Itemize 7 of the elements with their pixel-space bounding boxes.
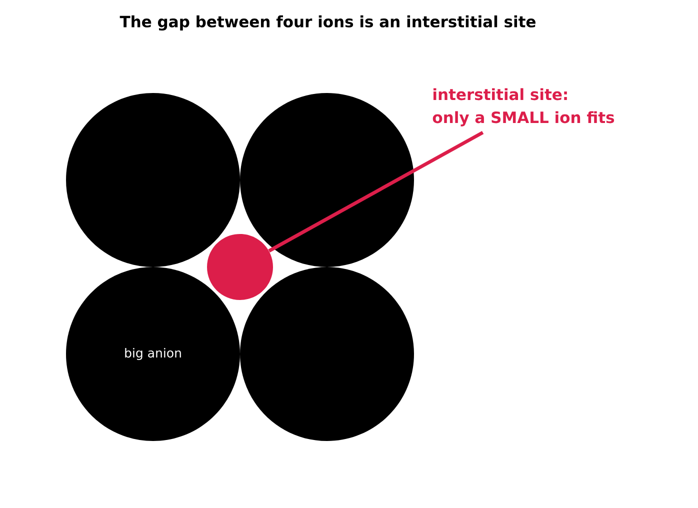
ion-circle: [240, 93, 414, 267]
ion-circle: [240, 267, 414, 441]
ion-circle: [66, 93, 240, 267]
title: The gap between four ions is an interstitial site: [120, 15, 536, 31]
callout-label: interstitial site: only a SMALL ion fits: [432, 88, 614, 126]
leader-line: [268, 130, 484, 252]
small-ion-circle: [207, 234, 273, 300]
